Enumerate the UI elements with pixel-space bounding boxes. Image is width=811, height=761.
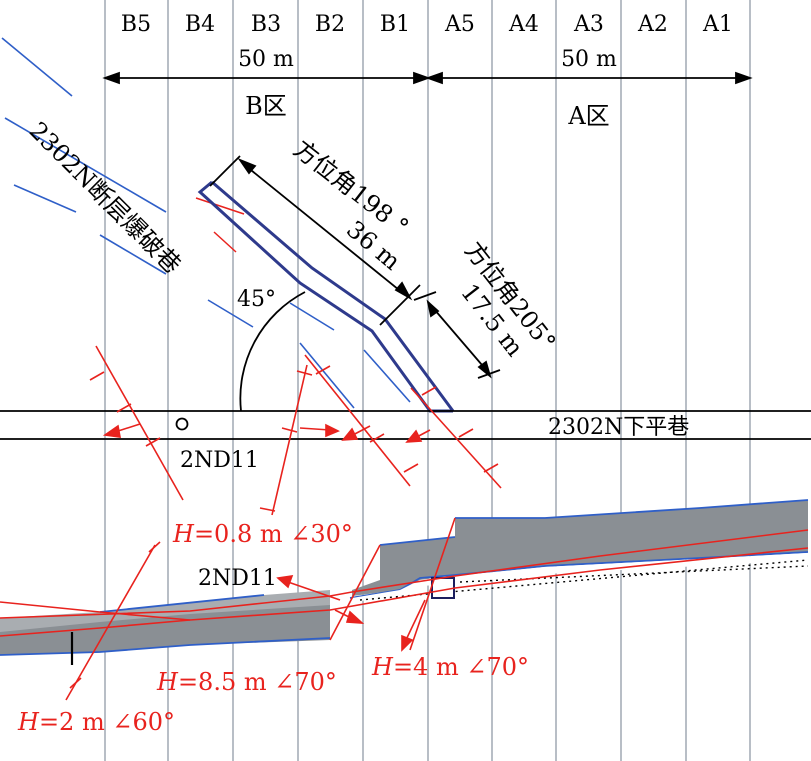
column-label-b1: B1 — [380, 12, 410, 37]
fault-2-h-symbol: H — [172, 520, 195, 548]
column-label-a5: A5 — [444, 12, 475, 37]
column-label-a4: A4 — [508, 12, 539, 37]
coal-seam-section — [0, 499, 809, 665]
column-label-a1: A1 — [702, 12, 733, 37]
b-zone-width-label: 50 m — [238, 47, 294, 72]
plan-view-fault-arrows — [102, 423, 431, 443]
column-label-b5: B5 — [121, 12, 151, 37]
column-label-a2: A2 — [637, 12, 668, 37]
column-labels: B5 B4 B3 B2 B1 A5 A4 A3 A2 A1 — [121, 12, 733, 37]
dimension-17-5m — [413, 291, 501, 379]
a-zone-width-label: 50 m — [561, 47, 617, 72]
fault-1-h-text: =2 m ∠60° — [39, 708, 175, 736]
section-fault-label: 2ND11 — [198, 566, 277, 591]
fault-3-h-symbol: H — [156, 668, 179, 696]
column-label-a3: A3 — [573, 12, 604, 37]
a-zone-label: A区 — [567, 102, 609, 130]
borehole-marker — [175, 417, 189, 431]
fault-2-h-text: =0.8 m ∠30° — [194, 520, 353, 548]
fault-trace-upper — [195, 197, 245, 215]
section-fault-arrows — [69, 541, 426, 689]
fault-4-h-text: =4 m ∠70° — [393, 653, 529, 681]
fault-3-throw-label: H=8.5 m ∠70° — [156, 668, 337, 696]
fault-1-throw-label: H=2 m ∠60° — [17, 708, 175, 736]
section-red-lines — [0, 517, 809, 701]
b-zone-label: B区 — [245, 92, 287, 120]
fault-3-h-text: =8.5 m ∠70° — [178, 668, 337, 696]
fault-4-throw-label: H=4 m ∠70° — [371, 653, 529, 681]
column-label-b3: B3 — [251, 12, 281, 37]
angle-arc-45 — [239, 291, 306, 412]
lower-roadway-label: 2302N下平巷 — [548, 415, 689, 440]
fault-trace-upper-2 — [213, 231, 237, 253]
plan-fault-label: 2ND11 — [180, 448, 259, 473]
zone-grid-lines — [104, 0, 751, 761]
column-label-b4: B4 — [185, 12, 215, 37]
fault-2-throw-label: H=0.8 m ∠30° — [172, 520, 353, 548]
zone-width-dimensions — [102, 71, 753, 85]
column-label-b2: B2 — [315, 12, 345, 37]
angle-45-label: 45° — [237, 287, 276, 312]
blue-trace-lines — [1, 37, 411, 409]
dimension-36m — [209, 155, 421, 326]
plan-view-faults — [89, 345, 502, 516]
fault-1-h-symbol: H — [17, 708, 40, 736]
fault-4-h-symbol: H — [371, 653, 394, 681]
